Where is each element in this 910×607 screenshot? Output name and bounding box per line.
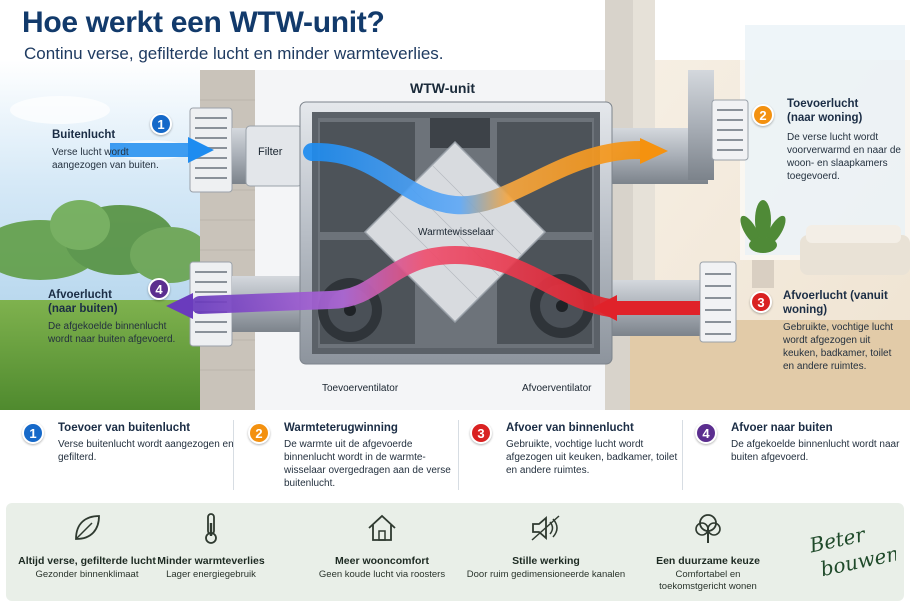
filter-label: Filter: [258, 146, 283, 158]
exhaust-fan-label: Afvoerventilator: [522, 383, 592, 394]
step-title: Afvoer naar buiten: [731, 422, 833, 434]
benefit-title: Meer wooncomfort: [335, 555, 429, 567]
extract-air-text: Gebruikte, vochtige lucht wordt afgezoge…: [783, 322, 894, 372]
page-title: Hoe werkt een WTW-unit?: [22, 6, 385, 39]
step-badge: 4: [695, 422, 717, 444]
benefit-text: Comfortabel en toekomstgericht wonen: [659, 569, 757, 592]
exhaust-air-title: Afvoerlucht (naar buiten): [48, 289, 118, 315]
step-text: Gebruikte, vochtige lucht wordt afgezoge…: [506, 439, 678, 476]
page-subtitle: Continu verse, gefilterde lucht en minde…: [24, 44, 444, 63]
benefit-sustainable: Een duurzame keuze Comfortabel en toekom…: [623, 503, 793, 601]
step-1: 1 Toevoer van buitenlucht Verse buitenlu…: [22, 418, 237, 498]
benefit-fresh-air: Altijd verse, gefilterde lucht Gezonder …: [2, 503, 172, 601]
divider: [458, 420, 459, 490]
badge-extract-air: 3: [750, 291, 772, 313]
benefit-text: Door ruim gedimensioneerde kanalen: [466, 569, 626, 580]
step-badge: 3: [470, 422, 492, 444]
exhaust-air-text: De afgekoelde binnenlucht wordt naar bui…: [48, 321, 176, 345]
unit-title: WTW-unit: [410, 80, 476, 96]
benefit-text: Lager energiegebruik: [166, 569, 256, 580]
supply-air-text: De verse lucht wordt voorverwarmd en naa…: [787, 132, 901, 182]
badge-outside-air: 1: [150, 113, 172, 135]
benefit-text: Geen koude lucht via roosters: [318, 569, 446, 580]
step-title: Warmteterugwinning: [284, 422, 398, 434]
beter-bouwen-logo: Beter bouwen: [806, 522, 896, 581]
benefit-comfort: Meer wooncomfort Geen koude lucht via ro…: [297, 503, 467, 601]
step-4: 4 Afvoer naar buiten De afgekoelde binne…: [695, 418, 910, 498]
house-icon: [368, 514, 396, 541]
benefit-quiet: Stille werking Door ruim gedimensioneerd…: [461, 503, 631, 601]
outside-air-title: Buitenlucht: [52, 129, 116, 141]
step-text: De afgekoelde binnenlucht wordt naar bui…: [731, 439, 900, 463]
step-3: 3 Afvoer van binnenlucht Gebruikte, voch…: [470, 418, 685, 498]
supply-air-title: Toevoerlucht (naar woning): [787, 98, 863, 124]
scene-background: [0, 0, 910, 410]
benefit-title: Stille werking: [512, 555, 580, 567]
tree-icon: [695, 514, 721, 543]
thermometer-icon: [205, 513, 217, 544]
step-text: De warmte uit de afgevoerde binnenlucht …: [284, 439, 451, 489]
leaf-icon: [75, 515, 100, 540]
illustration: [0, 0, 910, 410]
step-title: Toevoer van buitenlucht: [58, 422, 191, 434]
badge-exhaust-air: 4: [148, 278, 170, 300]
badge-supply-air: 2: [752, 104, 774, 126]
supply-fan-label: Toevoerventilator: [322, 383, 399, 394]
step-2: 2 Warmteterugwinning De warmte uit de af…: [248, 418, 463, 498]
benefits-panel: Altijd verse, gefilterde lucht Gezonder …: [6, 503, 904, 601]
speaker-muted-icon: [531, 515, 560, 541]
step-badge: 2: [248, 422, 270, 444]
extract-air-title: Afvoerlucht (vanuit woning): [783, 290, 888, 316]
heat-exchanger-label: Warmtewisselaar: [418, 227, 495, 238]
benefit-title: Minder warmteverlies: [157, 555, 265, 567]
step-title: Afvoer van binnenlucht: [506, 422, 634, 434]
divider: [682, 420, 683, 490]
benefit-less-heat-loss: Minder warmteverlies Lager energiegebrui…: [126, 503, 296, 601]
benefit-text: Gezonder binnenklimaat: [35, 569, 139, 580]
benefit-title: Altijd verse, gefilterde lucht: [18, 555, 156, 567]
outside-air-text: Verse lucht wordt aangezogen van buiten.: [52, 147, 159, 171]
step-badge: 1: [22, 422, 44, 444]
benefit-title: Een duurzame keuze: [656, 555, 760, 567]
step-text: Verse buitenlucht wordt aangezogen en ge…: [58, 439, 234, 463]
divider: [233, 420, 234, 490]
